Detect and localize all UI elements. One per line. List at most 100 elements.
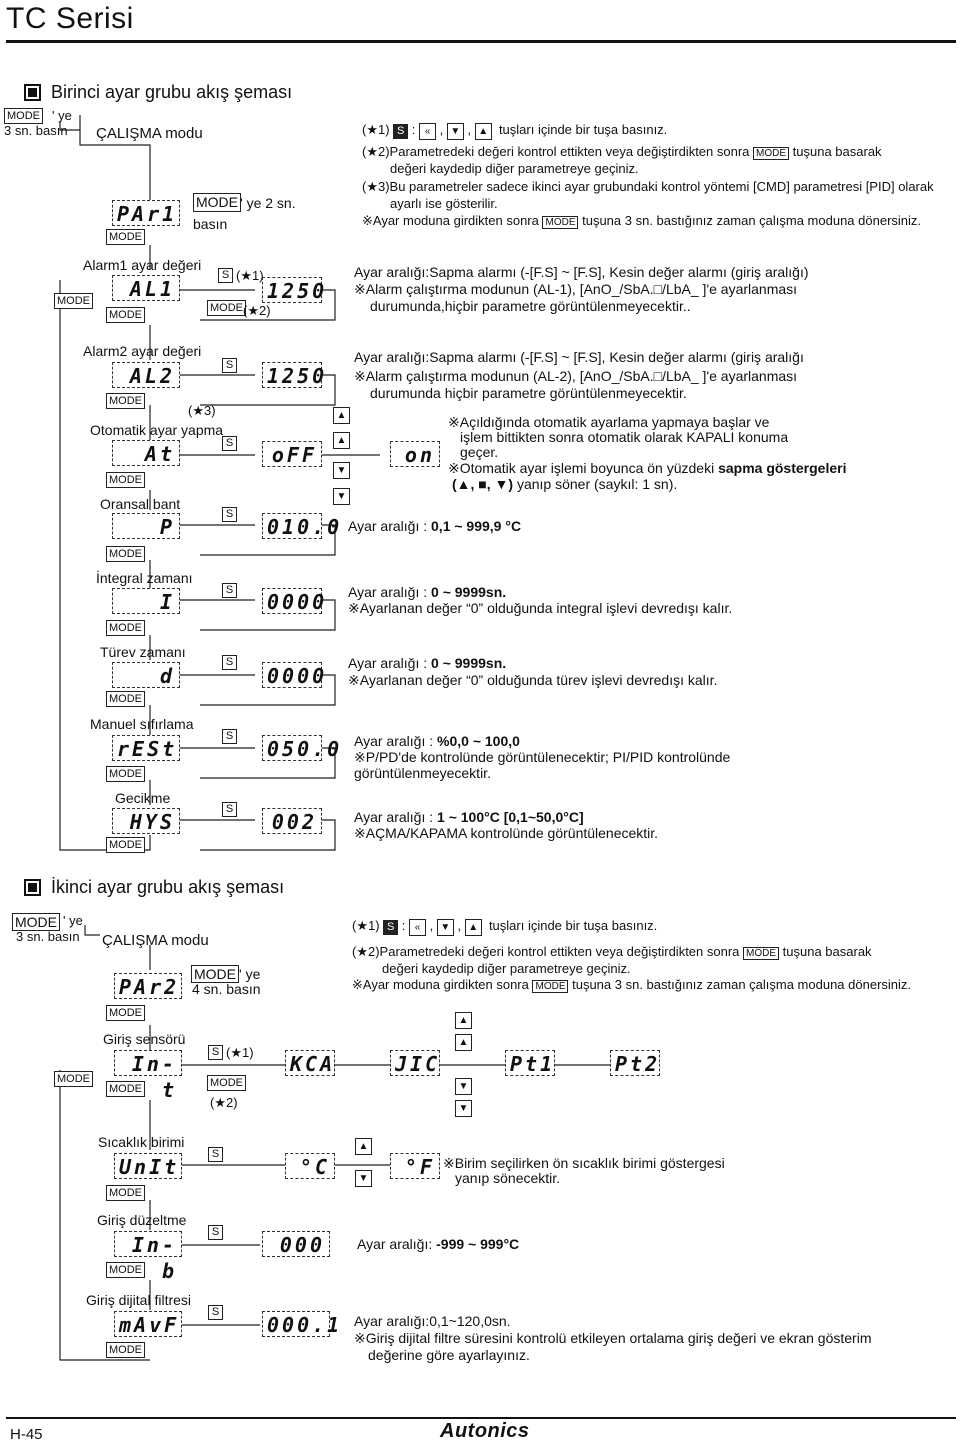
unit-option-f: °F	[390, 1153, 440, 1179]
mode-key-loop[interactable]: MODE	[54, 293, 93, 309]
down-key-icon[interactable]: ▼	[455, 1100, 472, 1117]
param-label-rest: Manuel sıfırlama	[90, 716, 194, 732]
param-code-mavf: mAvF	[114, 1311, 182, 1337]
param-note-al2-3: durumunda hiçbir parametre görüntülenmey…	[370, 385, 687, 401]
param-code-al1: AL1	[112, 275, 180, 301]
down-key-icon[interactable]: ▼	[333, 462, 350, 479]
set-key[interactable]: S	[222, 436, 237, 451]
down-key-icon[interactable]: ▼	[455, 1078, 472, 1095]
param-value-rest: 050.0	[262, 735, 339, 761]
mode-key[interactable]: MODE	[106, 1185, 145, 1201]
up-key-icon[interactable]: ▲	[333, 407, 350, 424]
mode-key[interactable]: MODE	[106, 472, 145, 488]
enter-mode-key[interactable]: MODE	[191, 965, 239, 983]
param-note-mavf-2: ※Giriş dijital filtre süresini kontrolü …	[354, 1330, 872, 1346]
mode-key-inline: MODE	[532, 980, 569, 993]
mode-key[interactable]: MODE	[106, 307, 145, 323]
down-key-icon: ▼	[436, 919, 454, 936]
legend-star2: (★2)Parametredeki değeri kontrol ettikte…	[362, 144, 882, 160]
star2-mark: (★2)	[210, 1095, 238, 1110]
param-value-p: 010.0	[262, 513, 339, 539]
mode-key[interactable]: MODE	[106, 837, 145, 853]
set-key[interactable]: S	[222, 655, 237, 670]
set-key[interactable]: S	[208, 1305, 223, 1320]
enter-mode-key[interactable]: MODE	[193, 193, 241, 212]
star2-mark: (★2)	[243, 303, 271, 318]
down-key-icon: ▼	[446, 123, 464, 140]
mode-key[interactable]: MODE	[207, 300, 246, 316]
sensor-option-pt1: Pt1	[505, 1050, 555, 1076]
param-note-i-1: Ayar aralığı : 0 ~ 9999sn.	[348, 584, 507, 600]
param-value-al2: 1250	[262, 362, 324, 388]
param-code-d: d	[112, 662, 180, 688]
enter-suffix: ' ye	[239, 966, 261, 982]
param-code-al2: AL2	[112, 362, 180, 388]
legend-star2-line2: değeri kaydedip diğer parametreye geçini…	[390, 161, 639, 176]
mode-key[interactable]: MODE	[106, 229, 145, 245]
param-code-i: I	[112, 588, 180, 614]
sensor-option-kca: KCA	[285, 1050, 335, 1076]
set-key[interactable]: S	[218, 268, 233, 283]
up-key-icon[interactable]: ▲	[333, 432, 350, 449]
set-key[interactable]: S	[208, 1147, 223, 1162]
param-value-mavf: 000.1	[262, 1311, 339, 1337]
param-note-inb: Ayar aralığı: -999 ~ 999°C	[357, 1236, 520, 1252]
enter-suffix: ' ye 2 sn.	[240, 195, 296, 211]
mode-key-hold[interactable]: MODE	[4, 108, 43, 124]
star1-mark: (★1)	[226, 1045, 254, 1060]
set-key[interactable]: S	[222, 358, 237, 373]
mode-key[interactable]: MODE	[106, 1262, 145, 1278]
legend2-star1: (★1) S : « , ▼ , ▲ tuşları içinde bir tu…	[352, 917, 657, 936]
param-note-i-2: ※Ayarlanan değer “0” olduğunda integral …	[348, 600, 733, 616]
mode-key[interactable]: MODE	[106, 766, 145, 782]
mode-key[interactable]: MODE	[106, 620, 145, 636]
set-key[interactable]: S	[208, 1045, 223, 1060]
param-note-hys-1: Ayar aralığı : 1 ~ 100°C [0,1~50,0°C]	[354, 809, 584, 825]
param-label-mavf: Giriş dijital filtresi	[86, 1292, 192, 1308]
set-key[interactable]: S	[222, 583, 237, 598]
param-code-rest: rESt	[112, 735, 180, 761]
legend-star3-line2: ayarlı ise gösterilir.	[390, 196, 498, 211]
param-note-mavf-3: değerine göre ayarlayınız.	[368, 1347, 530, 1363]
set-key[interactable]: S	[222, 729, 237, 744]
run-mode-label: ÇALIŞMA modu	[96, 125, 203, 142]
param-code-p: P	[112, 513, 180, 539]
set-key[interactable]: S	[208, 1225, 223, 1240]
page-number: H-45	[10, 1426, 43, 1443]
mode-key-hold[interactable]: MODE	[12, 913, 60, 931]
mode-key-loop[interactable]: MODE	[54, 1071, 93, 1087]
set-key[interactable]: S	[222, 507, 237, 522]
param-note-p: Ayar aralığı : 0,1 ~ 999,9 °C	[348, 518, 522, 534]
mode-key[interactable]: MODE	[106, 1342, 145, 1358]
param-note-al1-3: durumunda,hiçbir parametre görüntülenmey…	[370, 298, 691, 314]
param-label-unit: Sıcaklık birimi	[98, 1134, 185, 1150]
param-note-unit-2: yanıp sönecektir.	[455, 1170, 561, 1186]
param-note-at-5: (▲, ■, ▼) yanıp söner (saykıl: 1 sn).	[452, 476, 678, 492]
param-note-at-3: geçer.	[460, 444, 499, 460]
down-key-icon[interactable]: ▼	[355, 1170, 372, 1187]
mode-hold-time: 3 sn. basın	[16, 929, 80, 944]
brand-logo: Autonics	[440, 1420, 530, 1442]
mode-key[interactable]: MODE	[106, 1081, 145, 1097]
up-key-icon[interactable]: ▲	[455, 1012, 472, 1029]
footer-rule	[6, 1417, 956, 1419]
mode-key[interactable]: MODE	[207, 1075, 246, 1091]
param-note-at-4: ※Otomatik ayar işlemi boyunca ön yüzdeki…	[448, 460, 847, 476]
legend-star3: (★3)Bu parametreler sadece ikinci ayar g…	[362, 179, 934, 194]
up-key-icon[interactable]: ▲	[455, 1034, 472, 1051]
set-key[interactable]: S	[222, 802, 237, 817]
page-title: TC Serisi	[6, 2, 134, 35]
down-key-icon[interactable]: ▼	[333, 488, 350, 505]
section-bullet-icon	[24, 84, 41, 101]
mode-key[interactable]: MODE	[106, 691, 145, 707]
section1-title: Birinci ayar grubu akış şeması	[24, 82, 292, 103]
param-value-at-off: oFF	[262, 441, 322, 467]
up-key-icon[interactable]: ▲	[355, 1138, 372, 1155]
mode-key[interactable]: MODE	[106, 1005, 145, 1021]
param-label-al1: Alarm1 ayar değeri	[83, 257, 202, 273]
param-value-d: 0000	[262, 662, 324, 688]
param-label-at: Otomatik ayar yapma	[90, 422, 224, 438]
mode-key[interactable]: MODE	[106, 393, 145, 409]
mode-key[interactable]: MODE	[106, 546, 145, 562]
